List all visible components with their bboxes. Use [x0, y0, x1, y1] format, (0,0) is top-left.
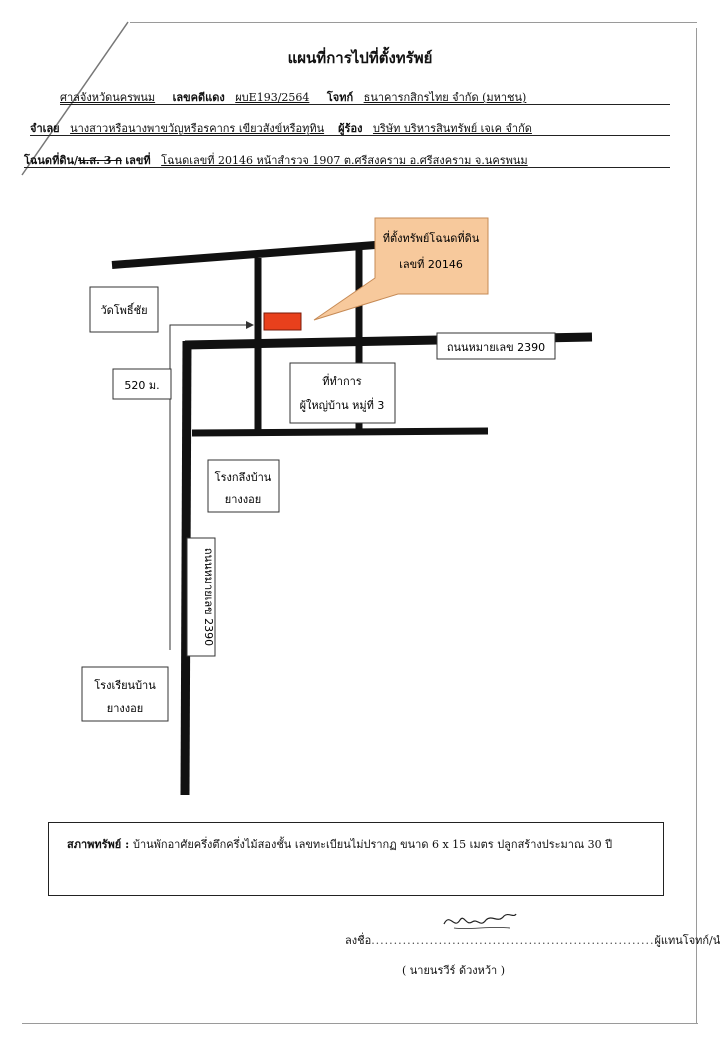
- document-sheet: [22, 18, 698, 1024]
- signature-line: ลงชื่อ..................................…: [345, 931, 720, 949]
- callout-line-2: เลขที่ 20146: [399, 256, 463, 271]
- plaintiff-value: ธนาคารกสิกรไทย จำกัด (มหาชน): [363, 91, 527, 104]
- road-label-horizontal: ถนนหมายเลข 2390: [447, 341, 545, 354]
- condition-label: สภาพทรัพย์ :: [67, 838, 130, 851]
- rule-line-3: [24, 167, 670, 168]
- sign-label: ลงชื่อ: [345, 934, 372, 947]
- distance-box: [112, 368, 172, 400]
- road-lower: [191, 427, 489, 437]
- mill-line-2: ยางงอย: [225, 493, 261, 506]
- mill-box: [207, 459, 280, 513]
- handwritten-signature: [443, 913, 517, 929]
- property-marker: [263, 312, 302, 331]
- case-label: เลขคดีแดง: [172, 91, 225, 104]
- school-line-2: ยางงอย: [107, 702, 143, 715]
- claimant-label: ผู้ร้อง: [338, 122, 363, 135]
- office-box: [289, 362, 396, 424]
- road-label-vertical: ถนนหมายเลข 2390: [202, 548, 215, 646]
- temple-box: [89, 286, 159, 333]
- sheet-right-edge: [696, 28, 697, 1024]
- deed-label: โฉนดที่ดิน/: [24, 154, 78, 167]
- rule-line-2: [30, 135, 670, 136]
- road-label-box-horizontal: [436, 332, 556, 360]
- plaintiff-label: โจทก์: [326, 91, 354, 104]
- court-value: ศาลจังหวัดนครพนม: [60, 91, 156, 104]
- callout-line-1: ที่ตั้งทรัพย์โฉนดที่ดิน: [383, 230, 480, 245]
- distance-label: 520 ม.: [124, 379, 159, 392]
- mill-line-1: โรงกลึงบ้าน: [215, 470, 272, 484]
- arrow-head-icon: [246, 321, 254, 329]
- distance-line: [169, 324, 248, 650]
- road-top: [111, 241, 376, 269]
- signature-dots: ........................................…: [371, 934, 655, 947]
- road-label-box-vertical: [186, 537, 216, 657]
- case-line: ศาลจังหวัดนครพนม เลขคดีแดง ผบE193/2564 โ…: [60, 88, 526, 106]
- defendant-label: จำเลย: [30, 122, 60, 135]
- defendant-value: นางสาวหรือนางพาขวัญหรือรคากร เขียวสังข์ห…: [70, 122, 325, 135]
- location-map: ที่ตั้งทรัพย์โฉนดที่ดิน เลขที่ 20146 วัด…: [81, 217, 593, 796]
- property-condition: สภาพทรัพย์ : บ้านพักอาศัยครึ่งตึกครึ่งไม…: [67, 835, 612, 853]
- page-title: แผนที่การไปที่ตั้งทรัพย์: [287, 49, 433, 67]
- deed-line: โฉนดที่ดิน/น.ส. 3 ก เลขที่ โฉนดเลขที่ 20…: [24, 151, 528, 169]
- signer-role: ผู้แทนโจทก์/นำยึด: [654, 934, 720, 947]
- folded-corner: [0, 0, 129, 176]
- deed-label-end: เลขที่: [125, 154, 151, 167]
- temple-label: วัดโพธิ์ชัย: [100, 302, 147, 317]
- deed-value: โฉนดเลขที่ 20146 หน้าสำรวจ 1907 ต.ศรีสงค…: [161, 154, 528, 167]
- signer-name: ( นายนรวีร์ ด้วงหว้า ): [402, 964, 506, 977]
- school-line-1: โรงเรียนบ้าน: [94, 678, 156, 692]
- case-value: ผบE193/2564: [235, 91, 310, 104]
- rule-line-1: [60, 104, 670, 105]
- property-callout: [313, 217, 489, 321]
- road-2390-vertical: [180, 340, 192, 796]
- party-line: จำเลย นางสาวหรือนางพาขวัญหรือรคากร เขียว…: [30, 119, 532, 137]
- sheet-top-edge: [130, 22, 697, 23]
- office-line-1: ที่ทำการ: [322, 373, 362, 388]
- sheet-bottom-edge: [22, 1023, 698, 1024]
- school-box: [81, 666, 169, 722]
- property-condition-box: สภาพทรัพย์ : บ้านพักอาศัยครึ่งตึกครึ่งไม…: [48, 822, 664, 896]
- office-line-2: ผู้ใหญ่บ้าน หมู่ที่ 3: [300, 397, 385, 412]
- condition-text: บ้านพักอาศัยครึ่งตึกครึ่งไม้สองชั้น เลขท…: [132, 838, 613, 851]
- deed-struck-text: น.ส. 3 ก: [78, 154, 122, 167]
- claimant-value: บริษัท บริหารสินทรัพย์ เจเค จำกัด: [372, 122, 532, 135]
